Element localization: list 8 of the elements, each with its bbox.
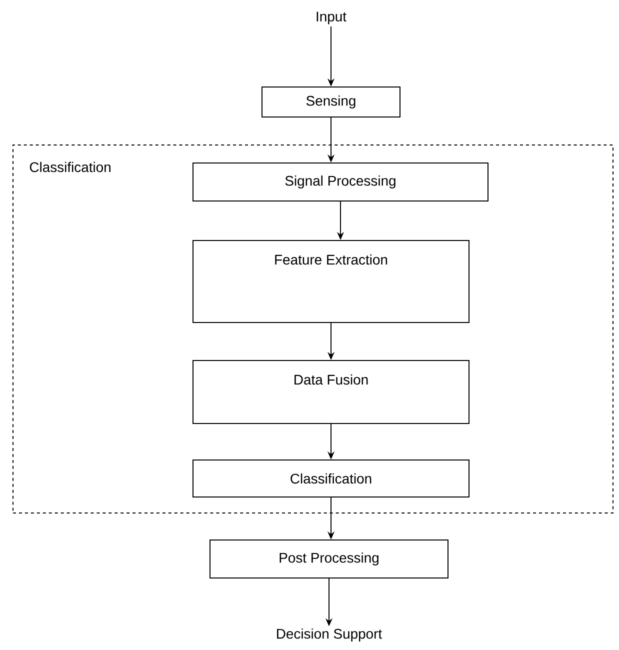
flow-label: Input <box>316 12 346 24</box>
process-box: Signal Processing <box>192 162 488 202</box>
process-box: Sensing <box>262 86 400 118</box>
process-box: Classification <box>192 460 470 498</box>
process-box: Data Fusion <box>192 360 470 424</box>
process-box: Feature Extraction <box>192 240 470 323</box>
process-box: Post Processing <box>210 540 448 578</box>
flow-label: Decision Support <box>277 628 382 642</box>
